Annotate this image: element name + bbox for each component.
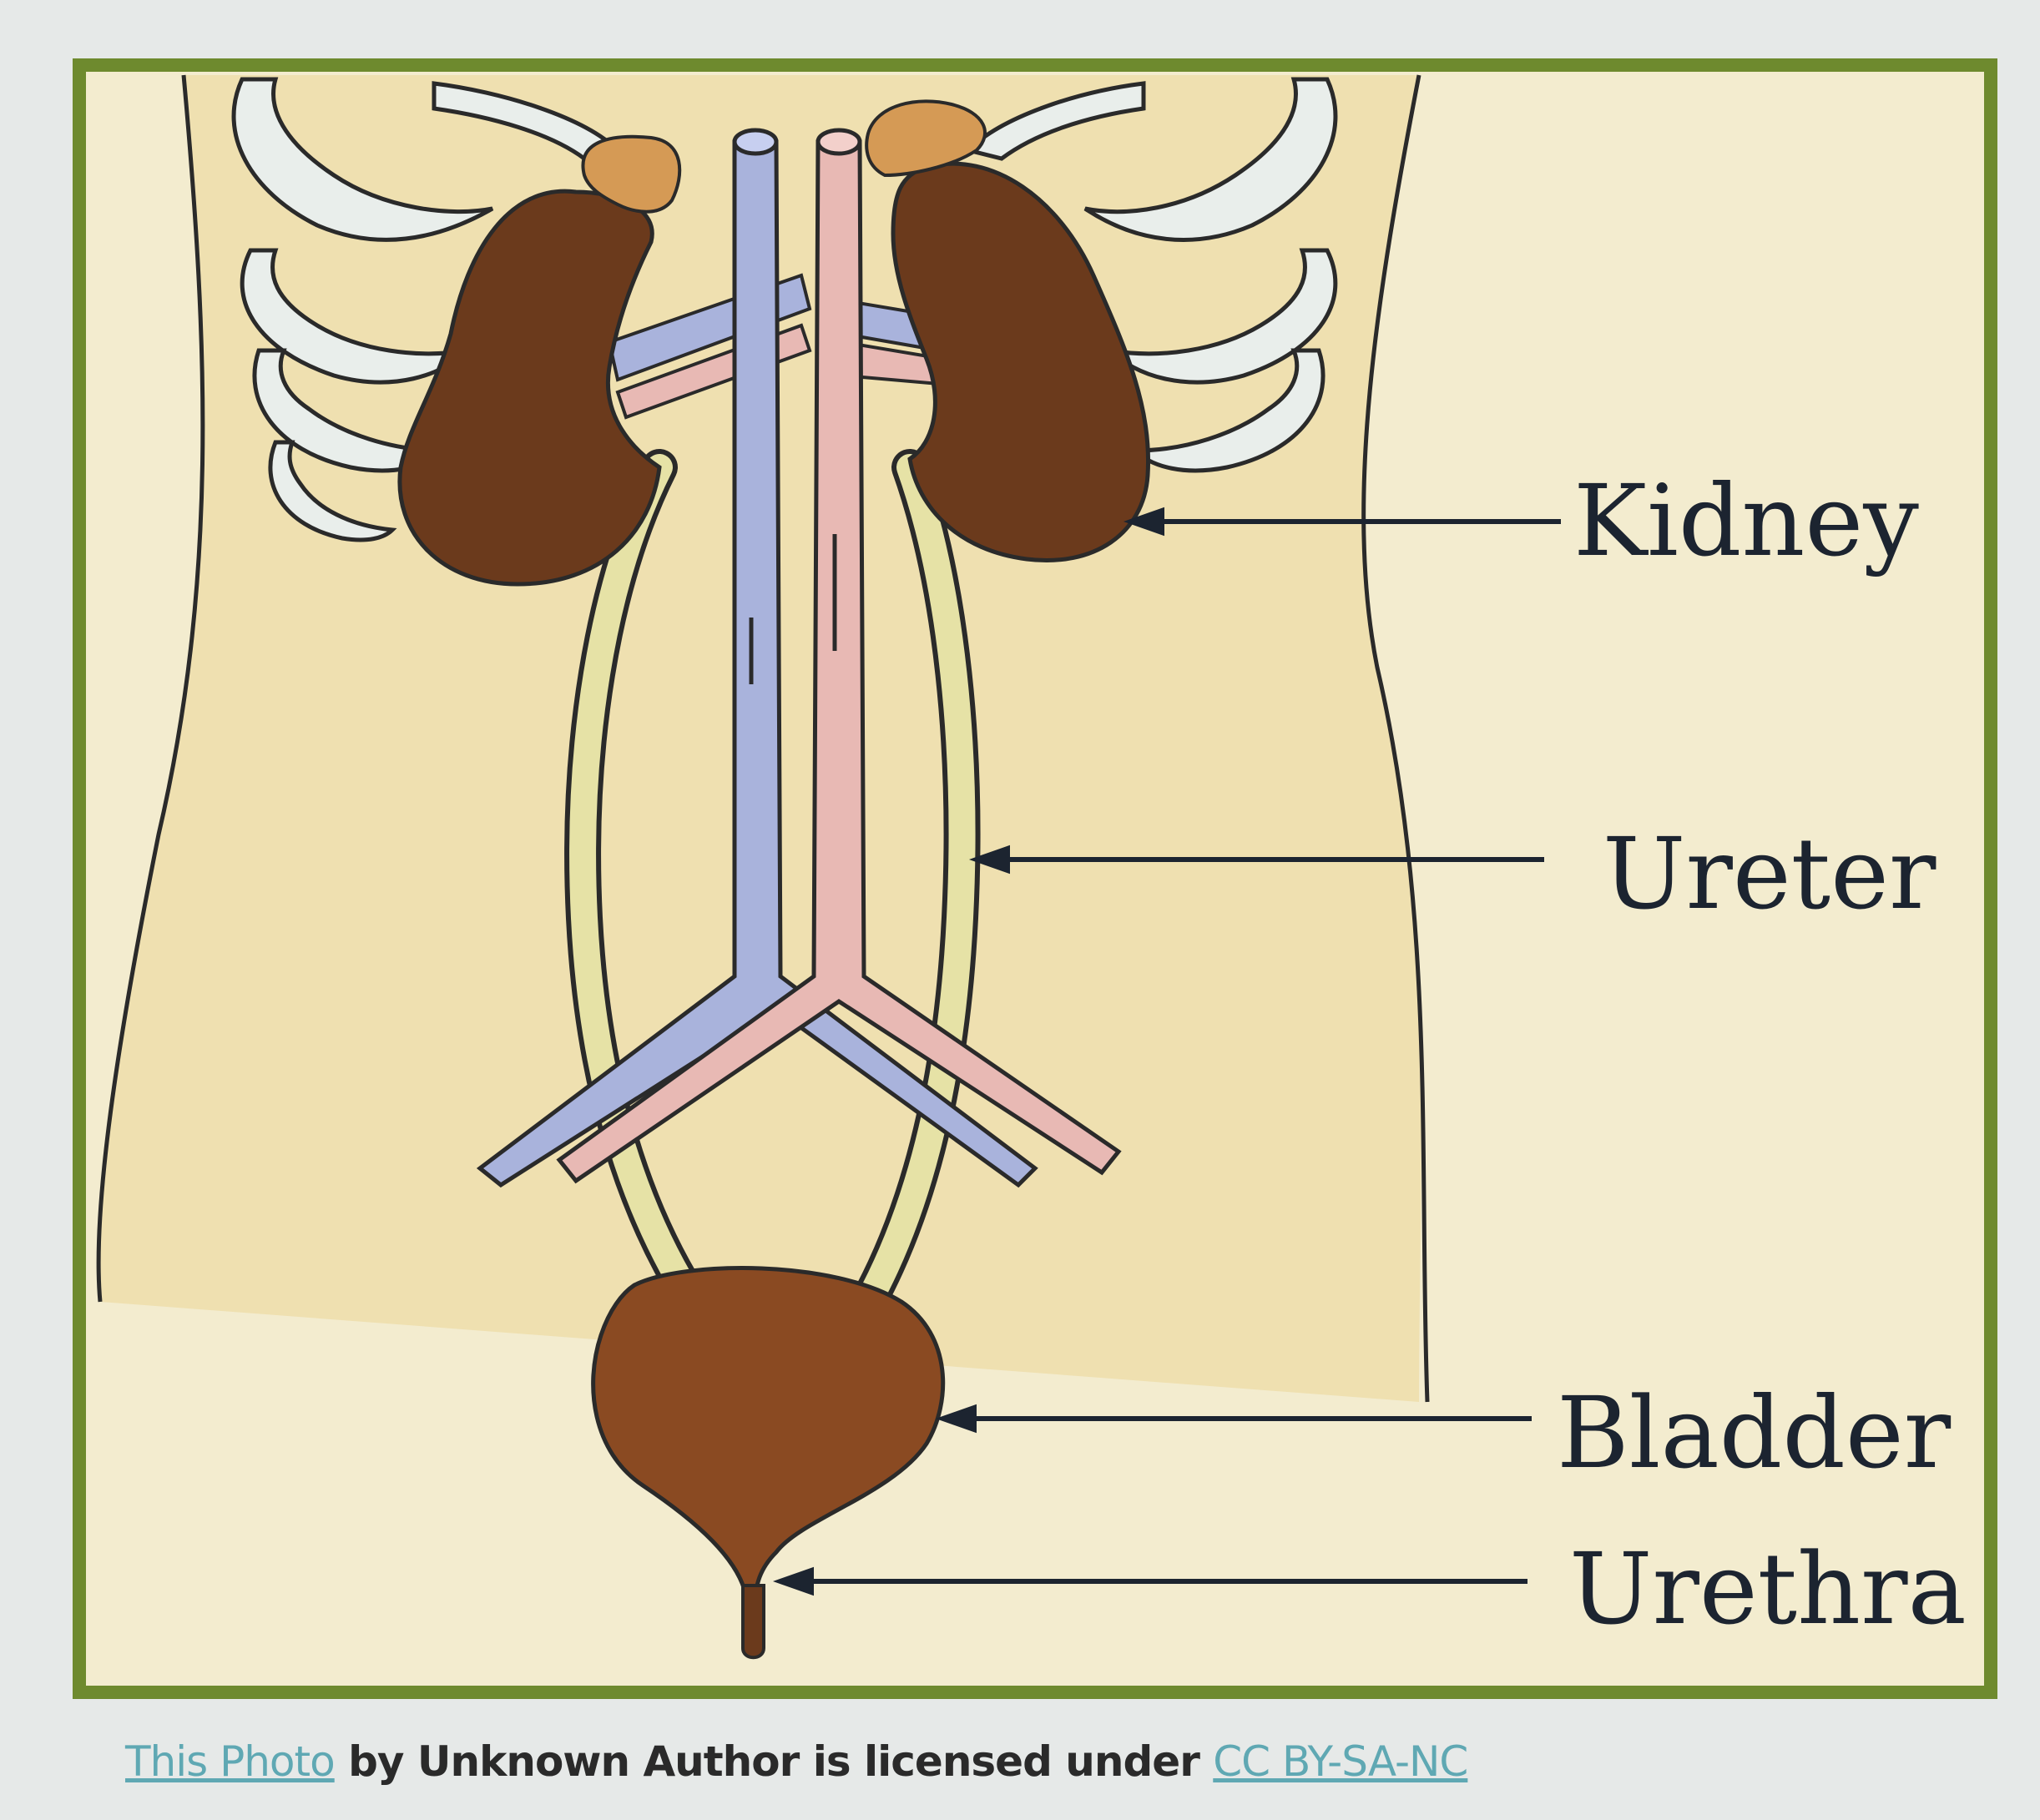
torso-left-outline — [96, 74, 205, 1303]
vena-cava — [476, 139, 1038, 1188]
aorta — [556, 139, 1122, 1184]
bladder-label: Bladder — [1557, 1375, 1952, 1490]
kidney-arrowhead — [1123, 507, 1164, 537]
right-kidney — [891, 161, 1151, 562]
ureters — [564, 449, 981, 1320]
attribution-text: by Unknown Author is licensed under — [334, 1737, 1214, 1786]
ureter-label: Ureter — [1603, 816, 1936, 931]
urethra-label: Urethra — [1569, 1531, 1967, 1646]
license-link[interactable]: CC BY-SA-NC — [1213, 1737, 1468, 1786]
urethra-arrowhead — [772, 1566, 814, 1596]
ureter-arrowhead — [968, 844, 1010, 875]
leader-lines — [772, 507, 1561, 1596]
aorta-top — [815, 128, 862, 156]
bladder — [591, 1266, 946, 1605]
left-adrenal-gland — [581, 134, 682, 214]
kidney-label: Kidney — [1573, 463, 1919, 578]
photo-link[interactable]: This Photo — [125, 1737, 336, 1786]
vessel-markings — [749, 534, 837, 684]
urethra — [741, 1584, 765, 1660]
vena-cava-top — [732, 128, 779, 156]
right-adrenal-gland — [865, 99, 987, 178]
torso-right-outline — [1361, 74, 1430, 1403]
main-vessels — [476, 128, 1122, 1188]
image-attribution: This Photo by Unknown Author is licensed… — [125, 1737, 1468, 1801]
left-kidney — [397, 189, 662, 587]
bladder-arrowhead — [935, 1404, 977, 1434]
